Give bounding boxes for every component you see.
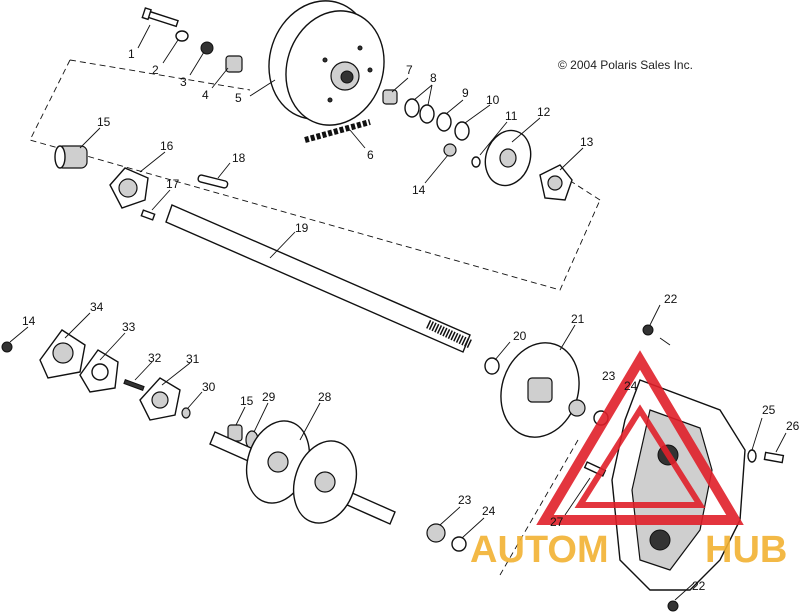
callout-11: 11 <box>505 109 518 123</box>
callout-24-lower: 24 <box>482 504 496 518</box>
callout-22-lower: 22 <box>692 579 706 593</box>
screw-part-30 <box>181 407 191 419</box>
watermark-triangle-outer <box>536 350 744 525</box>
bolt-part-1 <box>141 7 179 28</box>
callout-9: 9 <box>462 86 469 100</box>
seal-part-23-lower <box>426 523 446 543</box>
bolt-part-26 <box>763 451 785 464</box>
callout-numbers: 1 2 3 4 5 6 7 8 9 10 11 12 13 14 15 16 1… <box>22 47 800 593</box>
washer-part-2 <box>175 30 189 42</box>
bearing-plate-part-12 <box>484 129 532 187</box>
callout-15-lower: 15 <box>240 394 254 408</box>
flange-part-31 <box>139 377 181 421</box>
callout-3: 3 <box>180 75 187 89</box>
ring-part-8a <box>404 98 420 118</box>
callout-26: 26 <box>786 419 800 433</box>
nut-part-22-upper <box>642 324 654 336</box>
nut-part-14-upper <box>443 143 457 157</box>
callout-10: 10 <box>486 93 500 107</box>
callout-25: 25 <box>762 403 776 417</box>
callout-16: 16 <box>160 139 174 153</box>
callout-17: 17 <box>166 177 180 191</box>
callout-29: 29 <box>262 390 276 404</box>
callout-23-upper: 23 <box>602 369 616 383</box>
callout-7: 7 <box>406 63 413 77</box>
ring-part-20 <box>484 357 500 375</box>
callout-20: 20 <box>513 329 527 343</box>
brake-disc-part-21 <box>500 342 580 438</box>
callout-18: 18 <box>232 151 246 165</box>
callout-32: 32 <box>148 351 162 365</box>
callout-21: 21 <box>571 312 585 326</box>
callout-12: 12 <box>537 105 551 119</box>
callout-27: 27 <box>550 515 564 529</box>
callout-14-lower: 14 <box>22 314 36 328</box>
bearing-part-7 <box>382 89 398 105</box>
callout-15-upper: 15 <box>97 115 111 129</box>
driven-pulley-part-5 <box>268 0 385 126</box>
callout-23-lower: 23 <box>458 493 472 507</box>
screw-part-17 <box>140 209 156 221</box>
callout-13: 13 <box>580 135 594 149</box>
watermark-triangle-inner <box>574 404 706 508</box>
callout-30: 30 <box>202 380 216 394</box>
bearing-part-15-upper <box>54 145 88 169</box>
ring-part-8b <box>419 104 435 124</box>
flange-part-16 <box>109 167 149 209</box>
ring-part-9 <box>436 112 452 132</box>
flange-part-13 <box>539 164 573 201</box>
oring-part-24-lower <box>451 536 467 552</box>
callout-8: 8 <box>430 71 437 85</box>
chain-part-6 <box>304 119 371 143</box>
callout-22-upper: 22 <box>664 292 678 306</box>
washer-part-25 <box>747 449 757 463</box>
bushing-part-4 <box>225 55 243 73</box>
callout-31: 31 <box>186 352 200 366</box>
leader-lines <box>9 24 787 601</box>
copyright-notice: © 2004 Polaris Sales Inc. <box>558 58 693 72</box>
pin-part-32 <box>123 379 145 391</box>
callout-6: 6 <box>367 148 374 162</box>
callout-28: 28 <box>318 390 332 404</box>
callout-33: 33 <box>122 320 136 334</box>
callout-1: 1 <box>128 47 135 61</box>
callout-5: 5 <box>235 91 242 105</box>
nut-part-22-lower <box>667 600 679 612</box>
callout-24-upper: 24 <box>624 379 638 393</box>
lower-boundary-line <box>499 439 579 576</box>
watermark-text-right: HUB <box>705 529 787 571</box>
callout-2: 2 <box>152 63 159 77</box>
washer-part-11 <box>471 156 481 168</box>
gasket-part-33 <box>79 349 119 393</box>
watermark-logo: AUTOM HUB <box>470 350 787 571</box>
callout-14-upper: 14 <box>412 183 426 197</box>
callout-34: 34 <box>90 300 104 314</box>
callout-19: 19 <box>295 221 309 235</box>
driveshaft-part-19 <box>165 204 472 353</box>
upper-boundary-line <box>29 59 601 291</box>
nut-part-3 <box>200 41 214 55</box>
upper-boundary-right <box>571 181 601 201</box>
flange-part-34 <box>39 329 86 379</box>
ring-part-10 <box>454 121 470 141</box>
watermark-text-left: AUTOM <box>470 529 609 571</box>
upper-boundary-top <box>69 59 251 91</box>
key-part-18 <box>197 174 229 189</box>
drive-shaft-sprockets-part-28 <box>209 420 396 525</box>
nut-part-14-lower <box>1 341 13 353</box>
seal-part-23-upper <box>568 399 586 417</box>
callout-4: 4 <box>202 88 209 102</box>
